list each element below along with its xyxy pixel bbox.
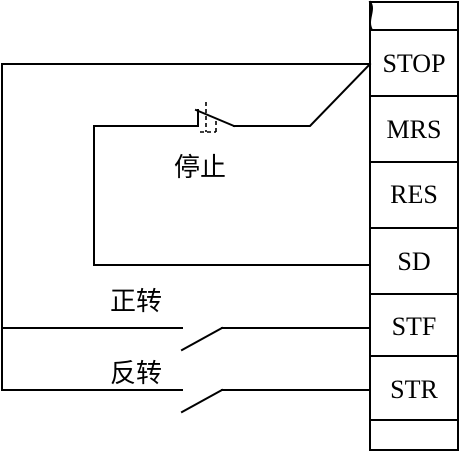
reverse-switch: 反转 [110,359,371,414]
stop-switch-circuit: 停止 [93,62,372,266]
terminal-mrs-box [369,95,459,163]
terminal-str-label: STR [390,375,438,404]
terminal-mrs-label: MRS [387,115,442,144]
terminal-stf-label: STF [392,312,437,341]
terminal-stop-label: STOP [382,49,445,78]
terminal-strip-top-wave [368,0,374,32]
reverse-switch-label: 反转 [110,359,162,389]
reverse-switch-blade [180,388,224,414]
terminal-strip-bottom-cap [369,419,459,451]
stop-switch-blade [194,108,236,128]
forward-switch-blade [180,326,224,352]
stop-to-switch-wire [233,62,372,127]
forward-switch-label: 正转 [110,287,162,317]
common-wire-path [1,63,371,391]
stop-switch-label: 停止 [174,153,226,183]
terminal-stf-box [369,293,459,357]
terminal-sd-label: SD [397,247,430,276]
terminal-str-box [369,355,459,421]
forward-switch: 正转 [110,287,371,352]
terminal-strip-top-cap [369,1,459,31]
stop-switch-actuator [200,102,217,133]
terminal-strip: STOP MRS RES SD STF STR [368,0,459,451]
stop-switch-left-wire [93,125,371,266]
common-wire [1,63,371,391]
terminal-res-label: RES [390,180,438,209]
